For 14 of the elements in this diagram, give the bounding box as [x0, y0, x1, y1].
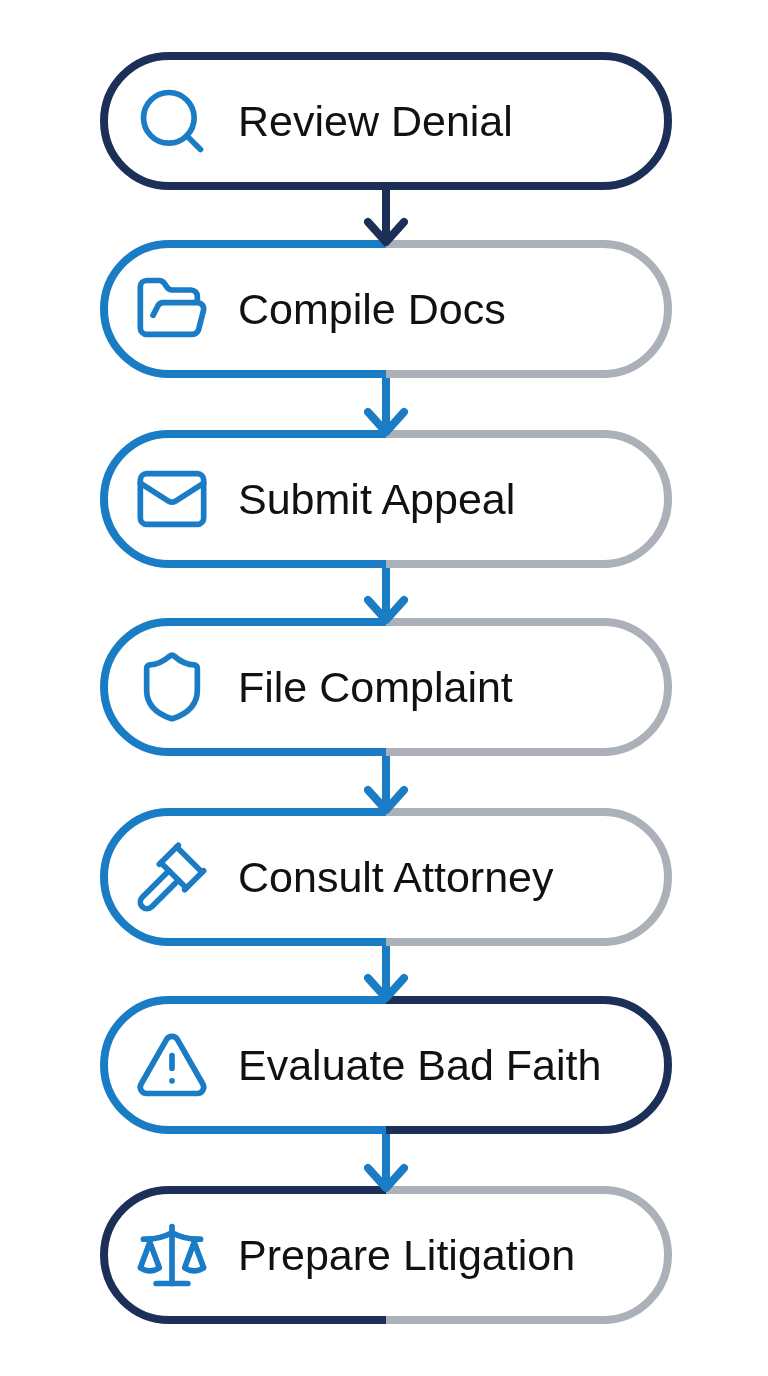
step-label: Submit Appeal [238, 474, 516, 524]
step-pill [100, 1186, 672, 1324]
step-label: Evaluate Bad Faith [238, 1040, 602, 1090]
step-pill [100, 430, 672, 568]
step-label: Compile Docs [238, 284, 506, 334]
step-pill [100, 996, 672, 1134]
step-label: File Complaint [238, 662, 513, 712]
step-pill [100, 618, 672, 756]
step-pill [100, 808, 672, 946]
step-label: Prepare Litigation [238, 1230, 576, 1280]
step-label: Review Denial [238, 96, 513, 146]
step-label: Consult Attorney [238, 852, 554, 902]
step-pill [100, 52, 672, 190]
step-pill [100, 240, 672, 378]
